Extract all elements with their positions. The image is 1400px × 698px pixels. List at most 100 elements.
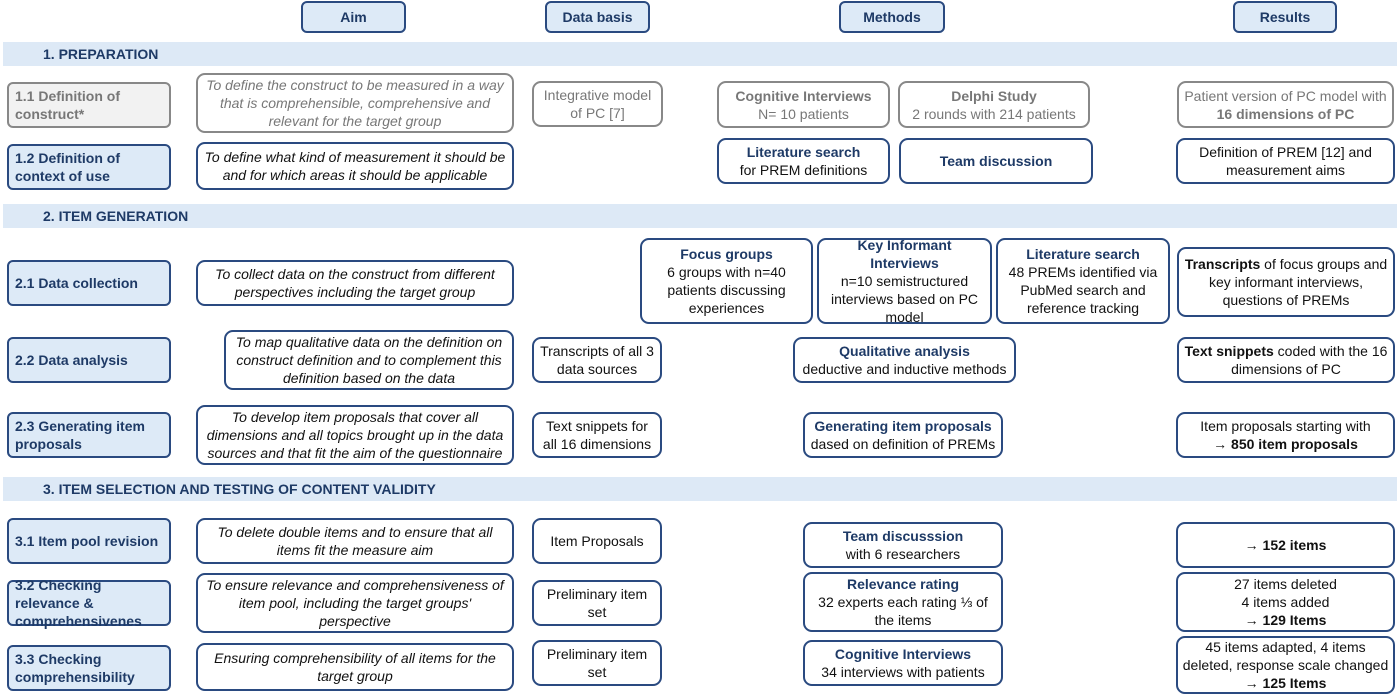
header-methods-label: Methods <box>863 9 921 25</box>
row-2-1-aim: To collect data on the construct from di… <box>196 260 514 306</box>
row-1-1-result-text: Patient version of PC model with 16 dime… <box>1183 87 1388 123</box>
row-3-3-data-text: Preliminary item set <box>546 646 648 680</box>
row-2-1-method-focus-groups-text: 6 groups with n=40 patients discussing e… <box>667 264 786 316</box>
row-3-2-label-text: 3.2 Checking relevance & comprehensivene… <box>15 577 142 629</box>
row-2-2-method-qualitative-title: Qualitative analysis <box>839 343 970 359</box>
row-2-2-data-text: Transcripts of all 3 data sources <box>540 343 654 377</box>
row-1-1-aim-text: To define the construct to be measured i… <box>206 77 504 129</box>
section-item-generation-label: 2. ITEM GENERATION <box>43 208 189 224</box>
row-1-2-label: 1.2 Definition of context of use <box>7 144 171 190</box>
row-2-3-aim: To develop item proposals that cover all… <box>196 405 514 465</box>
row-2-1-method-focus-groups-title: Focus groups <box>680 246 773 262</box>
row-3-1-data: Item Proposals <box>532 518 662 564</box>
section-preparation-label: 1. PREPARATION <box>43 46 159 62</box>
section-item-selection: 3. ITEM SELECTION AND TESTING OF CONTENT… <box>3 477 1397 501</box>
row-1-1-method-cognitive-text: N= 10 patients <box>758 105 849 122</box>
row-3-2-method-relevance-text: 32 experts each rating ⅓ of the items <box>818 594 988 628</box>
row-2-2-data: Transcripts of all 3 data sources <box>532 337 662 383</box>
row-2-3-method-generating-text: dased on definition of PREMs <box>810 436 996 452</box>
row-3-3-method-cognitive-title: Cognitive Interviews <box>834 646 972 662</box>
header-methods: Methods <box>839 1 945 33</box>
row-1-1-label-text: 1.1 Definition of construct* <box>15 88 120 122</box>
row-3-2-data: Preliminary item set <box>532 580 662 626</box>
row-2-1-method-key-informant-title: Key Informant Interviews <box>857 237 952 271</box>
row-3-3-result: 45 items adapted, 4 items deleted, respo… <box>1176 636 1395 694</box>
row-3-3-label: 3.3 Checking comprehensibility <box>7 645 171 691</box>
row-2-1-result-b: Transcripts <box>1184 256 1261 272</box>
row-3-3-label-text: 3.3 Checking comprehensibility <box>15 651 135 685</box>
row-2-3-data-text: Text snippets for all 16 dimensions <box>542 418 652 452</box>
header-data-basis-label: Data basis <box>562 9 633 25</box>
row-3-1-label-text: 3.1 Item pool revision <box>15 533 159 549</box>
row-1-2-aim: To define what kind of measurement it sh… <box>196 142 514 190</box>
header-results-label: Results <box>1259 9 1311 25</box>
row-1-1-label: 1.1 Definition of construct* <box>7 82 171 128</box>
row-1-1-result: Patient version of PC model with 16 dime… <box>1177 81 1394 128</box>
row-2-2-aim-text: To map qualitative data on the definitio… <box>235 334 503 386</box>
row-2-3-method-generating: Generating item proposals dased on defini… <box>803 412 1003 458</box>
row-3-1-result: → 152 items <box>1176 522 1395 568</box>
row-3-2-label: 3.2 Checking relevance & comprehensivene… <box>7 577 171 629</box>
row-3-3-aim-text: Ensuring comprehensibility of all items … <box>214 650 496 684</box>
row-3-3-method-cognitive: Cognitive Interviews 34 interviews with p… <box>803 640 1003 686</box>
row-2-1-result-text: Transcripts of focus groups and key info… <box>1183 255 1389 309</box>
row-3-2-aim: To ensure relevance and comprehensivenes… <box>196 573 514 633</box>
row-2-2-label-text: 2.2 Data analysis <box>15 352 128 368</box>
row-1-2-method-team-title: Team discussion <box>939 153 1053 169</box>
row-3-1-data-text: Item Proposals <box>550 533 644 549</box>
row-3-1-label: 3.1 Item pool revision <box>7 518 171 564</box>
row-1-1-result-a: Patient version of PC model with <box>1184 87 1387 104</box>
row-3-1-aim-text: To delete double items and to ensure tha… <box>217 524 493 558</box>
row-1-1-data-text: Integrative model of PC [7] <box>543 87 652 121</box>
row-3-3-aim: Ensuring comprehensibility of all items … <box>196 643 514 691</box>
row-1-2-result: Definition of PREM [12] and measurement … <box>1176 138 1395 184</box>
row-1-2-result-text: Definition of PREM [12] and measurement … <box>1199 144 1372 178</box>
row-2-1-result-a: of focus groups and key informant interv… <box>1208 256 1388 308</box>
row-3-1-aim: To delete double items and to ensure tha… <box>196 518 514 564</box>
row-2-1-method-key-informant-text: n=10 semistructured interviews based on … <box>830 273 979 325</box>
section-item-generation: 2. ITEM GENERATION <box>3 204 1397 228</box>
row-2-2-result: Text snippets coded with the 16 dimensio… <box>1177 337 1395 383</box>
row-2-2-result-text: Text snippets coded with the 16 dimensio… <box>1183 342 1389 378</box>
row-3-2-result-b: → 129 Items <box>1244 612 1327 628</box>
section-item-selection-label: 3. ITEM SELECTION AND TESTING OF CONTENT… <box>43 481 436 497</box>
row-3-2-result-a1: 27 items deleted <box>1234 576 1337 592</box>
row-2-1-method-focus-groups: Focus groups 6 groups with n=40 patients … <box>640 238 813 324</box>
row-3-3-method-cognitive-text: 34 interviews with patients <box>821 664 985 680</box>
header-results: Results <box>1233 1 1337 33</box>
row-2-3-method-generating-title: Generating item proposals <box>814 418 992 434</box>
row-2-1-aim-text: To collect data on the construct from di… <box>215 266 495 300</box>
row-1-1-method-delphi-title: Delphi Study <box>951 87 1037 104</box>
row-3-3-result-a: 45 items adapted, 4 items deleted, respo… <box>1182 639 1389 673</box>
row-1-1-method-delphi-text: 2 rounds with 214 patients <box>912 105 1076 122</box>
row-1-2-method-team: Team discussion <box>899 138 1093 184</box>
row-2-1-method-literature-text: 48 PREMs identified via PubMed search an… <box>1008 264 1158 316</box>
row-3-3-data: Preliminary item set <box>532 640 662 686</box>
row-2-1-label-text: 2.1 Data collection <box>15 275 138 291</box>
row-1-2-label-text: 1.2 Definition of context of use <box>15 150 120 184</box>
row-2-1-method-literature: Literature search 48 PREMs identified via… <box>996 238 1170 324</box>
row-1-1-result-b: 16 dimensions of PC <box>1216 105 1355 122</box>
row-3-1-method-team-title: Team discusssion <box>842 528 964 544</box>
row-1-1-data: Integrative model of PC [7] <box>532 81 663 127</box>
row-2-2-result-a: coded with the 16 dimensions of PC <box>1231 343 1388 377</box>
row-3-1-method-team-text: with 6 researchers <box>845 546 961 562</box>
row-2-1-result: Transcripts of focus groups and key info… <box>1177 247 1395 317</box>
row-1-2-method-literature-title: Literature search <box>746 144 861 160</box>
row-2-3-label: 2.3 Generating item proposals <box>7 412 171 458</box>
row-2-2-label: 2.2 Data analysis <box>7 337 171 383</box>
row-1-2-aim-text: To define what kind of measurement it sh… <box>204 149 506 183</box>
row-2-1-method-literature-title: Literature search <box>1026 246 1140 262</box>
row-2-2-result-b: Text snippets <box>1184 343 1274 359</box>
row-2-3-label-text: 2.3 Generating item proposals <box>15 418 145 452</box>
row-3-1-result-b: → 152 items <box>1244 537 1327 553</box>
row-2-1-label: 2.1 Data collection <box>7 260 171 306</box>
row-3-2-result-a2: 4 items added <box>1241 594 1330 610</box>
header-data-basis: Data basis <box>545 1 650 33</box>
